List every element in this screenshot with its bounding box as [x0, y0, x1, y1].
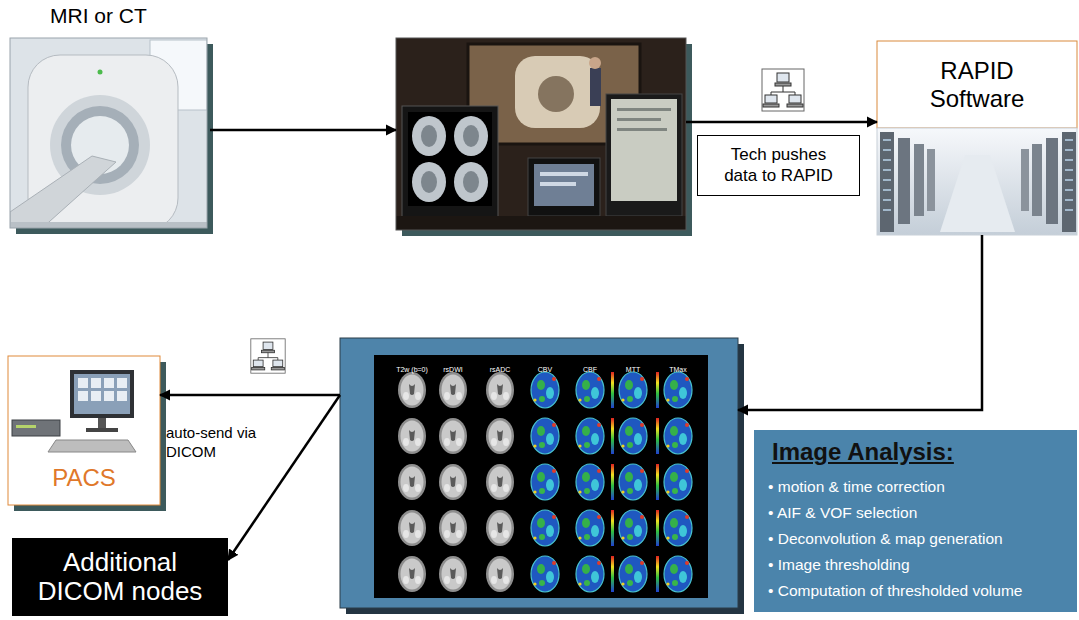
map-column-header: TMax: [669, 366, 687, 373]
label-box: Tech pushes data to RAPID: [697, 135, 860, 196]
bullet-item: • motion & time correction: [768, 474, 1063, 500]
text-slot: auto-send via DICOM: [166, 424, 274, 462]
control-room-photo: [396, 38, 692, 236]
text-slot: RAPID Software: [877, 41, 1077, 128]
pacs-workstation: [8, 356, 166, 511]
dicom-node-box: Additional DICOM nodes: [12, 538, 228, 616]
map-column-header: MTT: [626, 366, 640, 373]
text-slot: PACS: [8, 464, 160, 492]
network-icon: [251, 339, 285, 373]
bullet-item: • AIF & VOF selection: [768, 500, 1063, 526]
map-column-header: CBV: [538, 366, 552, 373]
scanner-node: MRI or CT: [10, 2, 210, 230]
bullet-item: • Deconvolution & map generation: [768, 526, 1063, 552]
map-column-header: CBF: [583, 366, 597, 373]
map-column-header: T2w (b=0): [396, 366, 428, 373]
map-column-header: rsDWI: [443, 366, 462, 373]
arrow-connector: [686, 121, 877, 124]
text-slot: MRI or CT: [50, 4, 147, 28]
perfusion-map-panel: [340, 338, 744, 614]
bullet-item: • Computation of thresholded volume: [768, 578, 1063, 604]
arrow-connector: [210, 129, 396, 132]
analysis-box: Image Analysis: • motion & time correctio…: [754, 430, 1077, 612]
edge-label: auto-send via DICOM: [166, 424, 274, 462]
arrow-connector: [738, 235, 982, 410]
box-heading: Image Analysis:: [772, 438, 1063, 466]
software-box: RAPID Software: [877, 41, 1077, 235]
arrow-connector: [228, 395, 340, 560]
box-title: Additional DICOM nodes: [22, 548, 218, 606]
pacs-box: PACS: [8, 356, 160, 505]
map-column-header: rsADC: [490, 366, 511, 373]
box-title: RAPID Software: [917, 57, 1037, 112]
network-icon: [762, 69, 804, 111]
result-panel: T2w (b=0) rsDWI rsADC CBV CBF MTT TMax: [340, 338, 738, 608]
server-room-photo: [877, 41, 1077, 235]
box-title: PACS: [8, 464, 160, 492]
node-heading: MRI or CT: [50, 4, 147, 28]
bullet-item: • Image thresholding: [768, 552, 1063, 578]
arrow-connector: [160, 394, 340, 397]
mri-scanner-photo: [10, 38, 213, 234]
control-room-node: [396, 38, 686, 230]
edge-label: Tech pushes data to RAPID: [715, 145, 843, 186]
